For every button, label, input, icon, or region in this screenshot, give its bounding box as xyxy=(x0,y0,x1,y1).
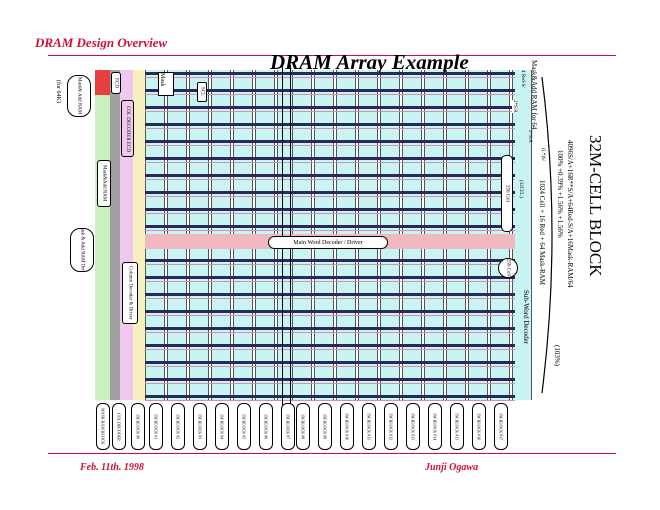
circle-label: 256 Cell xyxy=(498,258,518,278)
pink-line xyxy=(145,298,515,299)
block-title: 32M-CELL BLOCK xyxy=(586,135,605,277)
footer-date: Feb. 11th. 1998 xyxy=(80,462,144,473)
for-64k-label: (for 64K) xyxy=(55,80,61,103)
block-label: 1M BLOCK #17 xyxy=(494,403,508,450)
block-label: 1M BLOCK #4 xyxy=(215,403,229,450)
word-line xyxy=(145,157,515,160)
block-label: COL DECODER xyxy=(112,403,126,450)
mask-ram-block-label: Mask&Add RAM xyxy=(97,160,111,207)
block-label: MASK RAM BLOCK xyxy=(96,403,110,450)
split-line xyxy=(290,65,291,405)
block-label: 1M BLOCK #1 xyxy=(149,403,163,450)
pink-line xyxy=(145,162,515,163)
mask-box: Mask xyxy=(158,72,174,96)
word-line xyxy=(145,106,515,109)
sa-x4-label: 2*S/A xyxy=(512,100,517,113)
word-line xyxy=(145,72,515,75)
word-line xyxy=(145,259,515,262)
pink-line xyxy=(145,196,515,197)
pink-line xyxy=(145,332,515,333)
pink-line xyxy=(145,213,515,214)
pink-line xyxy=(145,281,515,282)
word-line xyxy=(145,327,515,330)
block-label: 1M BLOCK #8 xyxy=(296,403,310,450)
block-label: 1M BLOCK #10 xyxy=(340,403,354,450)
word-line xyxy=(145,208,515,211)
mask-ram-top xyxy=(95,70,110,95)
total-label: (103%) xyxy=(553,345,561,366)
cell-column xyxy=(512,70,532,400)
formula-label: 4096S/A+16R**S/A+64Red-S/A+16Mask-RAM/64 xyxy=(566,140,574,288)
word-line xyxy=(145,191,515,194)
pink-line xyxy=(145,349,515,350)
split-line xyxy=(282,65,283,405)
word-line xyxy=(145,293,515,296)
bracket-arc xyxy=(541,76,553,394)
block-label: 1M BLOCK #7 xyxy=(281,403,295,450)
sa-x8-label: 2*S/A xyxy=(527,130,532,143)
block-label: 1M BLOCK #16 xyxy=(472,403,486,450)
cell-32-label: (32CEL) xyxy=(518,180,523,198)
mask-ram-for64-label: Mask&Add RAM for 64 xyxy=(530,60,538,130)
block-label: 1M BLOCK #6 xyxy=(259,403,273,450)
block-label: 1M BLOCK #9 xyxy=(318,403,332,450)
block-label: 1M BLOCK #2 xyxy=(171,403,185,450)
word-line xyxy=(145,344,515,347)
pink-line xyxy=(145,383,515,384)
word-line xyxy=(145,361,515,364)
pink-line xyxy=(145,179,515,180)
word-line xyxy=(145,140,515,143)
block-label: 1M BLOCK #5 xyxy=(237,403,251,450)
block-label: 1M BLOCK #0 xyxy=(131,403,145,450)
word-line xyxy=(145,276,515,279)
pink-line xyxy=(145,230,515,231)
cell-256-label: 256 Cell xyxy=(501,155,513,232)
mask-label: Mask xyxy=(159,73,165,87)
word-line xyxy=(145,89,515,92)
word-line xyxy=(145,123,515,126)
header-rule xyxy=(48,55,616,56)
word-line xyxy=(145,225,515,228)
column-decoder-driver-label: Column Decoder & Driver xyxy=(122,262,138,324)
percent-label: 100% +0.39% +1.56% +1.56% xyxy=(556,150,564,238)
pink-line xyxy=(145,94,515,95)
pink-line xyxy=(145,145,515,146)
ecd-column xyxy=(110,70,120,400)
footer-author: Junji Ogawa xyxy=(425,462,479,473)
pink-line xyxy=(145,77,515,78)
ecd-label: ECD xyxy=(111,72,121,94)
main-word-decoder-label: Main Word Decoder / Driver xyxy=(268,236,388,249)
red-sa-label: 4 Red-S/ xyxy=(520,70,525,88)
word-line xyxy=(145,310,515,313)
word-line xyxy=(145,174,515,177)
block-label: 1M BLOCK #3 xyxy=(193,403,207,450)
mask-ram-column xyxy=(95,70,110,400)
pink-line xyxy=(145,111,515,112)
sub-word-decoder-label: Sub-Word Decoder xyxy=(522,290,530,345)
block-label: 1M BLOCK #15 xyxy=(450,403,464,450)
lr-sa-label: (L*)S/ xyxy=(540,148,545,162)
cell-line-label: 1024 Cell + 16 Red + 64 Mask-RAM xyxy=(538,180,546,285)
pink-line xyxy=(145,264,515,265)
block-label: 1M BLOCK #14 xyxy=(428,403,442,450)
block-label: 1M BLOCK #11 xyxy=(362,403,376,450)
word-line xyxy=(145,395,515,398)
word-line xyxy=(145,378,515,381)
mask-driver-label: Mask & Add RAM Driver xyxy=(70,228,94,272)
footer-rule xyxy=(48,453,616,454)
yellow-column xyxy=(133,70,145,400)
scl-label: SCL xyxy=(197,82,207,102)
block-label: 1M BLOCK #13 xyxy=(406,403,420,450)
pink-line xyxy=(145,400,515,401)
header-title: DRAM Design Overview xyxy=(35,35,168,50)
pink-line xyxy=(145,366,515,367)
block-label: 1M BLOCK #12 xyxy=(384,403,398,450)
pink-line xyxy=(145,315,515,316)
pink-line xyxy=(145,128,515,129)
col-decoder-ecd-label: COL DECODER ECD xyxy=(121,100,134,157)
mask-ram-label: Mask& Add RAM xyxy=(67,75,91,117)
